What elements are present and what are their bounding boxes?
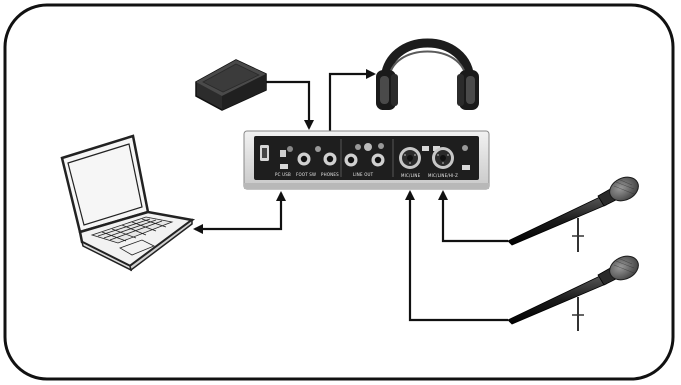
line-out-jack-left xyxy=(344,153,358,167)
microphone-icon xyxy=(507,255,639,331)
laptop-icon xyxy=(60,134,196,272)
mic-line-input-2 xyxy=(432,147,454,169)
usb-port xyxy=(260,145,269,161)
label-mic-line: MIC/LINE xyxy=(401,173,421,178)
diagram-frame xyxy=(3,3,675,381)
foot-sw-jack xyxy=(297,152,311,166)
foot-pedal-icon xyxy=(195,59,267,111)
wire-laptop-interface xyxy=(193,191,286,234)
wire-pedal-interface xyxy=(263,80,314,130)
mic-line-input-1 xyxy=(399,147,421,169)
label-usb: PC USB xyxy=(275,172,291,177)
wire-mic2-interface xyxy=(405,190,508,322)
microphone-icon xyxy=(507,176,639,252)
wire-interface-headphones xyxy=(328,69,376,131)
phones-jack xyxy=(323,152,337,166)
wire-mic1-interface xyxy=(438,190,508,243)
label-line-out: LINE OUT xyxy=(353,172,374,177)
line-out-jack-right xyxy=(371,153,385,167)
headphones-icon xyxy=(376,38,479,110)
audio-interface-icon: PC USB FOOT SW PHONES LINE OUT MIC/LINE … xyxy=(243,130,490,190)
label-phones: PHONES xyxy=(321,172,339,177)
label-mic-line-hi: MIC/LINE/HI-Z xyxy=(428,173,458,178)
label-foot-sw: FOOT SW xyxy=(296,172,316,177)
